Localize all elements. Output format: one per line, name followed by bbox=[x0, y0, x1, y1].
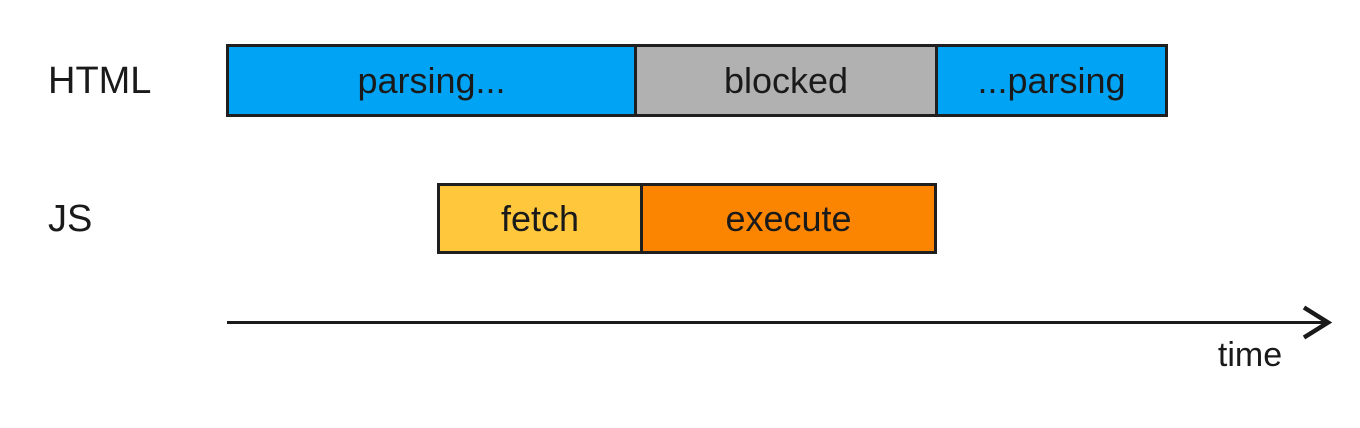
segment-html-parsing-resume: ...parsing bbox=[935, 47, 1165, 114]
time-axis bbox=[227, 305, 1333, 340]
time-axis-label: time bbox=[1217, 336, 1283, 374]
row-label-html: HTML bbox=[48, 59, 152, 102]
js-timeline-bar: fetch execute bbox=[437, 183, 937, 254]
arrow-right-icon bbox=[1302, 305, 1333, 340]
segment-html-parsing-start: parsing... bbox=[229, 47, 634, 114]
segment-html-blocked: blocked bbox=[634, 47, 935, 114]
segment-js-execute: execute bbox=[640, 186, 934, 251]
html-timeline-bar: parsing... blocked ...parsing bbox=[226, 44, 1168, 117]
segment-js-fetch: fetch bbox=[440, 186, 640, 251]
row-label-js: JS bbox=[48, 197, 93, 240]
